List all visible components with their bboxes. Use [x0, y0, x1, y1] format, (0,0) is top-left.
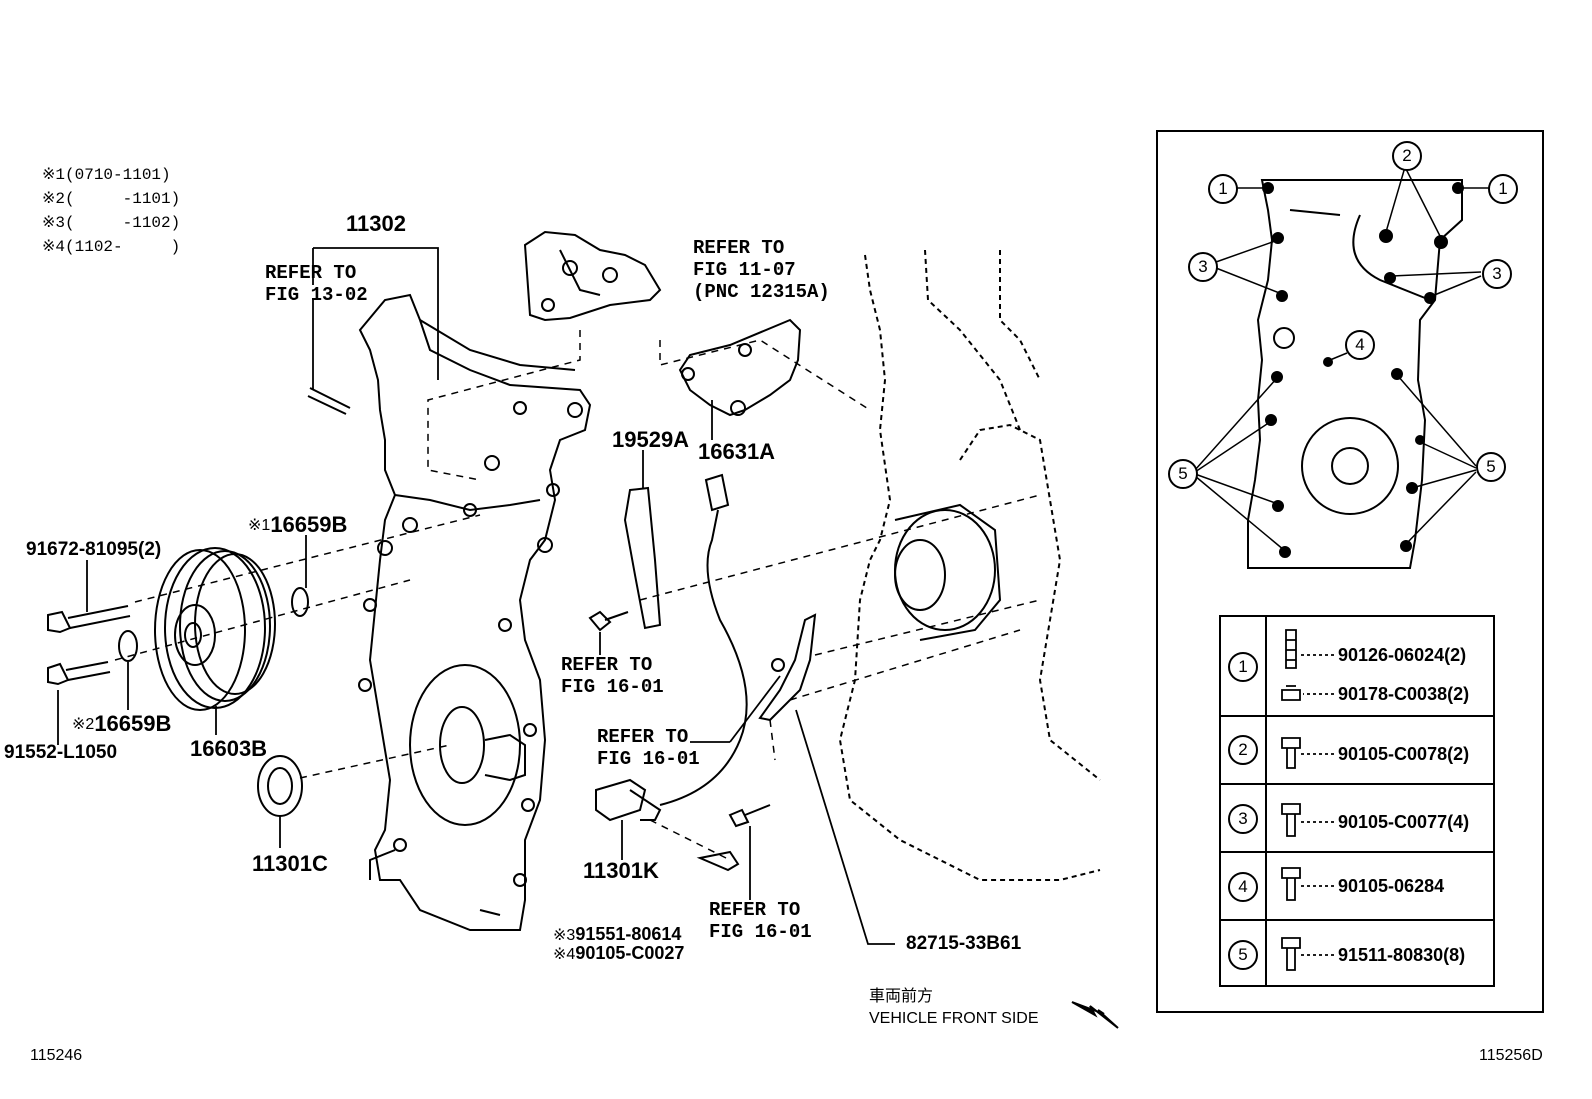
dashed-alignment-lines — [114, 330, 1041, 861]
oil-seal-illustration — [257, 755, 303, 817]
detail-callout-1-right[interactable]: 1 — [1488, 174, 1518, 204]
note-3: ※3( -1102) — [42, 214, 181, 232]
table-row-3-index: 3 — [1228, 804, 1258, 834]
part-number: 90105-C0027 — [575, 943, 685, 963]
note-1: ※1(0710-1101) — [42, 166, 171, 184]
detail-callout-5-left[interactable]: 5 — [1168, 459, 1198, 489]
table-row-2-part[interactable]: 90105-C0078(2) — [1338, 744, 1470, 764]
detail-box-frame — [1156, 130, 1544, 1013]
engine-block-illustration — [838, 249, 1101, 881]
detail-callout-3-right[interactable]: 3 — [1482, 259, 1512, 289]
bolt-1-illustration — [47, 605, 131, 634]
table-row-4-part[interactable]: 90105-06284 — [1338, 876, 1445, 896]
table-row-4-index: 4 — [1228, 872, 1258, 902]
part-number: 91551-80614 — [575, 924, 682, 944]
detail-callout-1-left[interactable]: 1 — [1208, 174, 1238, 204]
cover-front-view-illustration — [1247, 179, 1463, 569]
part-label-11302[interactable]: 11302 — [346, 211, 406, 236]
stud-illustration — [307, 387, 351, 415]
applicability-notes: ※1(0710-1101) ※2( -1101) ※3( -1102) ※4(1… — [42, 163, 180, 259]
plate-82715-illustration — [758, 613, 817, 722]
part-label-16659b-1[interactable]: ※116659B — [248, 513, 347, 537]
applicability-mark-4: ※4 — [553, 946, 576, 963]
part-number: 16659B — [270, 512, 348, 537]
idler-bracket-illustration — [678, 318, 802, 417]
timing-cover-illustration — [358, 293, 592, 931]
pulley-illustration — [154, 547, 276, 711]
part-label-11301k[interactable]: 11301K — [583, 858, 659, 883]
refer-fig-16-01-a[interactable]: REFER TO FIG 16-01 — [561, 654, 664, 698]
applicability-mark-3: ※3 — [553, 927, 576, 944]
washer-1-illustration — [291, 587, 309, 617]
bracket-illustration — [523, 230, 662, 322]
part-label-16631a[interactable]: 16631A — [698, 439, 776, 464]
detail-callout-2[interactable]: 2 — [1392, 141, 1422, 171]
figure-code-right: 115256D — [1479, 1047, 1543, 1064]
detail-callout-5-right[interactable]: 5 — [1476, 452, 1506, 482]
refer-fig-16-01-c[interactable]: REFER TO FIG 16-01 — [709, 899, 812, 943]
table-row-2-index: 2 — [1228, 735, 1258, 765]
front-arrow-icon — [1071, 1001, 1119, 1029]
applicability-mark-2: ※2 — [72, 716, 95, 733]
note-4: ※4(1102- ) — [42, 238, 181, 256]
vehicle-front-jp: 車両前方 — [869, 988, 934, 1005]
detail-bolt-dots — [1262, 182, 1464, 558]
sensor-illustration — [595, 473, 748, 822]
table-row-5-part[interactable]: 91511-80830(8) — [1338, 945, 1466, 965]
part-label-19529a[interactable]: 19529A — [612, 427, 690, 452]
part-label-90105-c0027[interactable]: ※490105-C0027 — [553, 941, 684, 965]
figure-code-left: 115246 — [30, 1047, 83, 1064]
bolt-2-illustration — [47, 661, 111, 686]
table-row-1-part-a[interactable]: 90126-06024(2) — [1338, 645, 1467, 665]
table-row-5-index: 5 — [1228, 940, 1258, 970]
applicability-mark-1: ※1 — [248, 517, 271, 534]
table-row-1-part-b[interactable]: 90178-C0038(2) — [1338, 684, 1470, 704]
part-label-16659b-2[interactable]: ※216659B — [72, 712, 171, 736]
part-label-91552-l1050[interactable]: 91552-L1050 — [4, 742, 118, 763]
pump-illustration — [894, 503, 1002, 641]
detail-callout-3-left[interactable]: 3 — [1188, 252, 1218, 282]
plate-19529a-illustration — [623, 486, 662, 630]
bolt-table-icons — [1281, 629, 1334, 971]
refer-fig-13-02[interactable]: REFER TO FIG 13-02 — [265, 262, 368, 306]
refer-fig-11-07[interactable]: REFER TO FIG 11-07 (PNC 12315A) — [693, 237, 830, 303]
table-row-3-part[interactable]: 90105-C0077(4) — [1338, 812, 1470, 832]
detail-callout-lines — [1194, 166, 1489, 551]
note-2: ※2( -1101) — [42, 190, 181, 208]
leader-lines — [57, 247, 895, 945]
part-label-82715-33b61[interactable]: 82715-33B61 — [906, 933, 1022, 954]
detail-callout-4[interactable]: 4 — [1345, 330, 1375, 360]
bolt-table-frame — [1219, 615, 1495, 987]
part-label-91551-80614[interactable]: ※391551-80614 — [553, 922, 681, 946]
refer-fig-16-01-b[interactable]: REFER TO FIG 16-01 — [597, 726, 700, 770]
washer-2-illustration — [118, 630, 138, 662]
part-label-16603b[interactable]: 16603B — [190, 736, 268, 761]
part-number: 16659B — [94, 711, 172, 736]
sensor-bolt-illustrations — [588, 610, 785, 872]
part-label-91672-81095[interactable]: 91672-81095(2) — [26, 539, 162, 560]
part-label-11301c[interactable]: 11301C — [252, 851, 328, 876]
vehicle-front-en: VEHICLE FRONT SIDE — [869, 1010, 1039, 1027]
table-row-1-index: 1 — [1228, 652, 1258, 682]
